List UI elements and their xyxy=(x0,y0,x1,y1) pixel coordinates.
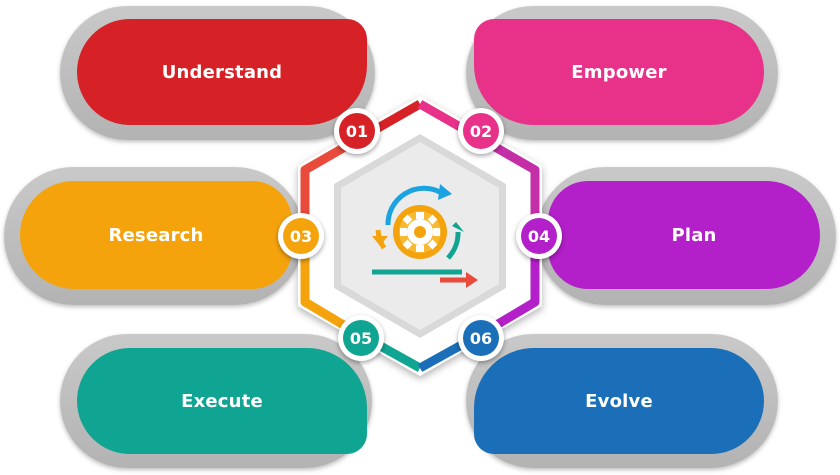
pill-understand: Understand xyxy=(77,19,367,125)
step-number-03: 03 xyxy=(283,218,319,254)
step-label-understand: Understand xyxy=(161,61,283,83)
pill-execute: Execute xyxy=(77,348,367,454)
badge-06: 06 xyxy=(458,315,504,361)
badge-05: 05 xyxy=(338,315,384,361)
badge-03: 03 xyxy=(278,213,324,259)
step-label-plan: Plan xyxy=(671,224,717,246)
step-label-research: Research xyxy=(108,224,204,246)
step-label-evolve: Evolve xyxy=(585,390,653,412)
pill-research: Research xyxy=(20,181,292,289)
step-label-execute: Execute xyxy=(181,390,263,412)
badge-02: 02 xyxy=(458,108,504,154)
step-number-02: 02 xyxy=(463,113,499,149)
badge-04: 04 xyxy=(516,213,562,259)
badge-01: 01 xyxy=(334,108,380,154)
pill-plan: Plan xyxy=(548,181,820,289)
pill-evolve: Evolve xyxy=(474,348,764,454)
step-number-06: 06 xyxy=(463,320,499,356)
pill-empower: Empower xyxy=(474,19,764,125)
step-number-05: 05 xyxy=(343,320,379,356)
step-number-01: 01 xyxy=(339,113,375,149)
step-label-empower: Empower xyxy=(571,61,667,83)
step-number-04: 04 xyxy=(521,218,557,254)
gear-cycle-icon xyxy=(372,184,478,288)
